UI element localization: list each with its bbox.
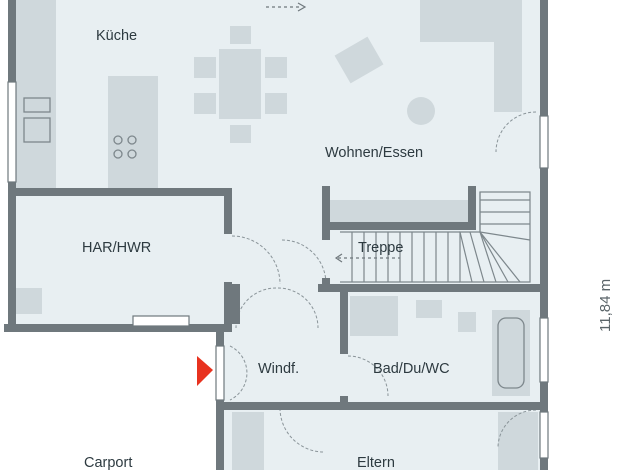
room-label-bad: Bad/Du/WC [373, 361, 450, 377]
dashed-arrow [266, 2, 307, 12]
room-label-har: HAR/HWR [82, 240, 151, 256]
carport-area [4, 330, 220, 470]
room-label-kueche: Küche [96, 28, 137, 44]
room-label-carport: Carport [84, 455, 132, 470]
stair-direction-arrow [334, 253, 400, 263]
entrance-arrow-icon [197, 356, 213, 386]
wall-details [7, 81, 549, 459]
room-label-windf: Windf. [258, 361, 299, 377]
room-label-eltern: Eltern [357, 455, 395, 470]
room-label-treppe: Treppe [358, 240, 403, 256]
room-label-wohnen: Wohnen/Essen [325, 145, 423, 161]
dimension-label: 11,84 m [597, 279, 614, 332]
furniture [16, 0, 538, 470]
staircase [340, 191, 531, 283]
kitchen-appliances [23, 97, 525, 389]
